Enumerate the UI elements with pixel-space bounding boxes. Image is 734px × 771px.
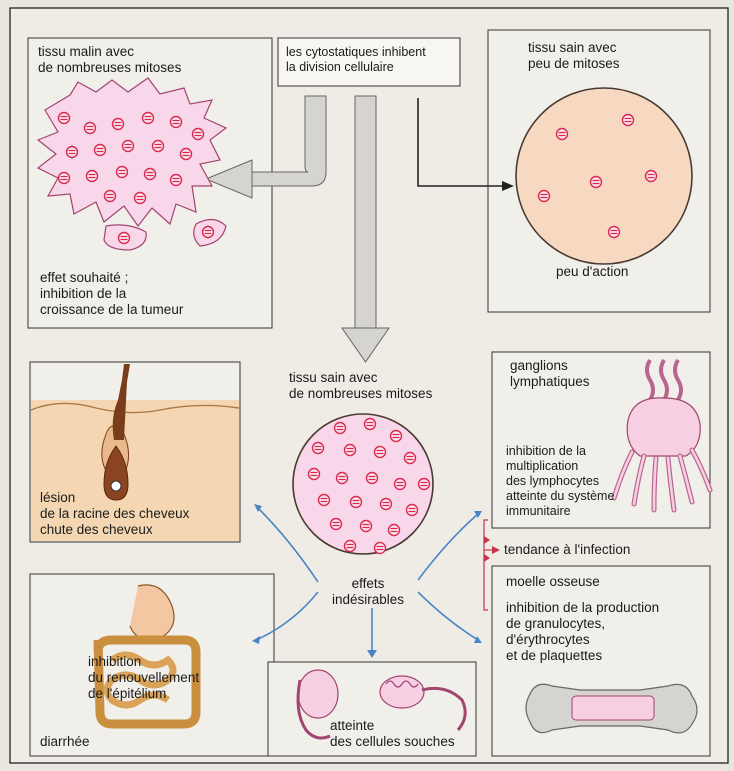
lymph-inhibition-label: inhibition de la multiplication des lymp… xyxy=(506,444,614,519)
malignant-tissue-label: tissu malin avec de nombreuses mitoses xyxy=(38,44,181,76)
diarrhea-label: diarrhée xyxy=(40,734,90,750)
healthy-many-mitoses-label: tissu sain avec de nombreuses mitoses xyxy=(289,370,432,402)
side-effects-label: effets indésirables xyxy=(318,576,418,608)
bone-marrow-label: moelle osseuse xyxy=(506,574,600,590)
infection-label: tendance à l'infection xyxy=(504,542,630,558)
stem-cells-label: atteinte des cellules souches xyxy=(330,718,455,750)
healthy-few-mitoses-label: tissu sain avec peu de mitoses xyxy=(528,40,620,72)
epithelium-label: inhibition du renouvellement de l'épitél… xyxy=(88,654,199,702)
cytostatics-label: les cytostatiques inhibent la division c… xyxy=(286,45,426,75)
hair-lesion-label: lésion de la racine des cheveux chute de… xyxy=(40,490,189,538)
desired-effect-label: effet souhaité ; inhibition de la croiss… xyxy=(40,270,183,318)
healthy-cell-many-mitoses xyxy=(293,414,433,554)
marrow-inhibition-label: inhibition de la production de granulocy… xyxy=(506,600,659,664)
lymph-nodes-label: ganglions lymphatiques xyxy=(510,358,590,390)
bone-marrow-icon xyxy=(526,684,697,733)
healthy-cell-few-mitoses xyxy=(516,88,692,264)
little-action-label: peu d'action xyxy=(556,264,628,280)
